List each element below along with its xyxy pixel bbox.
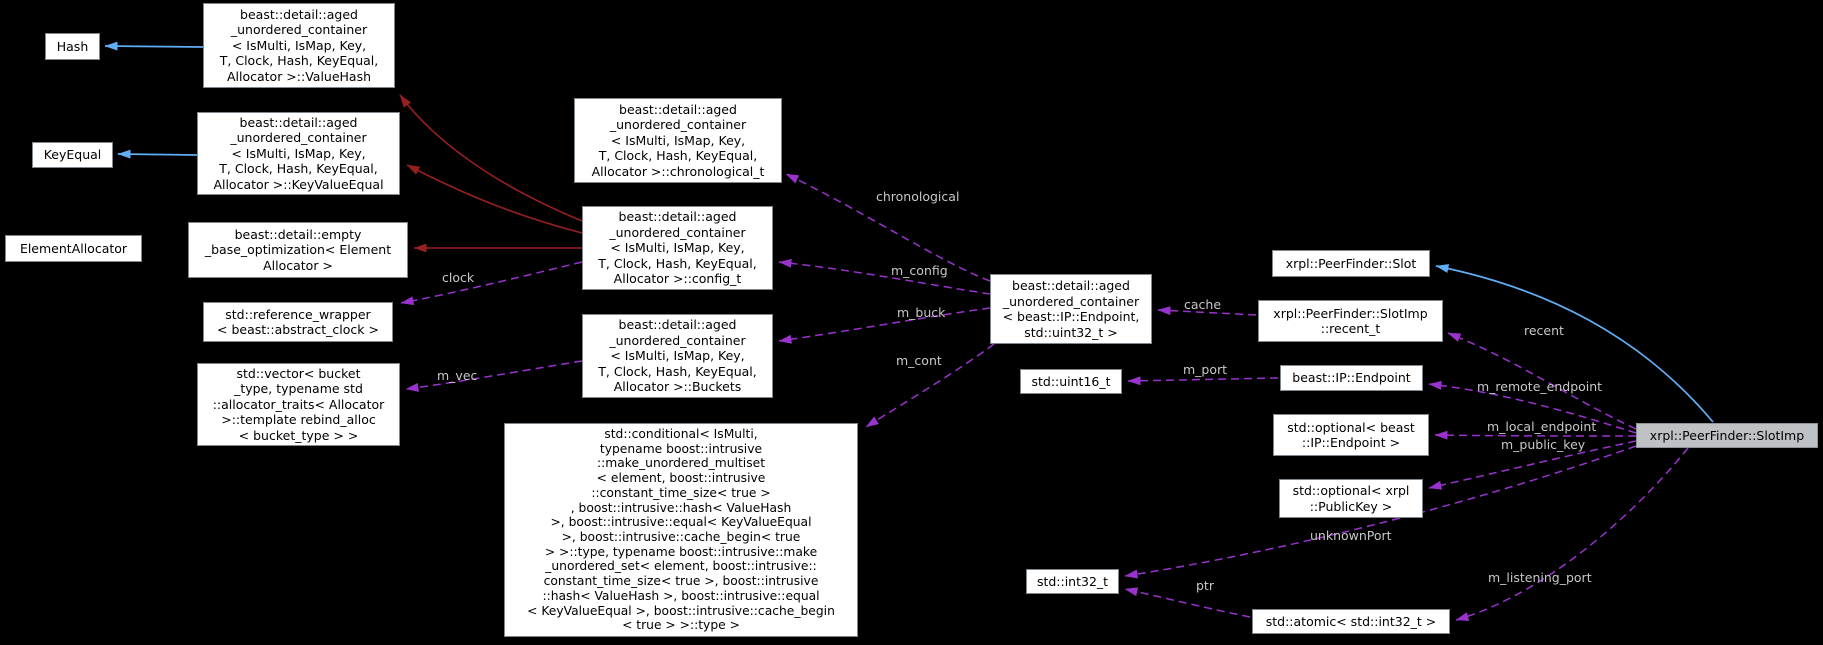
node-keyequal[interactable]: KeyEqual bbox=[32, 142, 113, 168]
edge-label-m-vec: m_vec bbox=[437, 368, 478, 383]
edge-label-m-buck: m_buck bbox=[897, 305, 946, 320]
edge-valuehash-to-hash bbox=[104, 41, 204, 51]
edge-clock bbox=[400, 261, 583, 306]
node-optional-endpoint[interactable]: std::optional< beast ::IP::Endpoint > bbox=[1273, 414, 1429, 456]
edge-label-clock: clock bbox=[442, 270, 475, 285]
edge-m-local-endpoint bbox=[1434, 430, 1637, 440]
edge-label-m-config: m_config bbox=[891, 263, 948, 278]
edge-m-vec bbox=[405, 360, 583, 392]
node-empty-base-optimization[interactable]: beast::detail::empty _base_optimization<… bbox=[188, 222, 408, 278]
node-hash[interactable]: Hash bbox=[45, 33, 100, 60]
edge-m-remote-endpoint bbox=[1428, 380, 1637, 434]
node-peerfinder-slot[interactable]: xrpl::PeerFinder::Slot bbox=[1272, 250, 1430, 277]
node-uint16-t[interactable]: std::uint16_t bbox=[1020, 369, 1122, 394]
node-optional-publickey[interactable]: std::optional< xrpl ::PublicKey > bbox=[1279, 479, 1423, 518]
node-ip-endpoint[interactable]: beast::IP::Endpoint bbox=[1280, 365, 1423, 391]
edge-label-unknownport: unknownPort bbox=[1310, 528, 1392, 543]
edge-label-m-local-endpoint: m_local_endpoint bbox=[1487, 419, 1597, 434]
edge-unknownport bbox=[1124, 445, 1637, 579]
node-keyvalueequal[interactable]: beast::detail::aged _unordered_container… bbox=[197, 112, 400, 195]
edge-m-listening-port bbox=[1455, 447, 1689, 621]
node-chronological-t[interactable]: beast::detail::aged _unordered_container… bbox=[574, 98, 782, 183]
edge-label-m-cont: m_cont bbox=[896, 353, 942, 368]
node-std-conditional[interactable]: std::conditional< IsMulti, typename boos… bbox=[504, 423, 858, 637]
edge-label-m-listening-port: m_listening_port bbox=[1488, 570, 1592, 585]
edge-m-buck bbox=[778, 307, 991, 344]
edge-label-chronological: chronological bbox=[876, 189, 960, 204]
node-reference-wrapper[interactable]: std::reference_wrapper < beast::abstract… bbox=[203, 302, 393, 342]
edge-keyvalueequal-to-keyequal bbox=[117, 149, 198, 159]
edge-cache bbox=[1157, 306, 1257, 316]
node-aged-container-endpoint[interactable]: beast::detail::aged _unordered_container… bbox=[990, 274, 1152, 344]
edge-recent bbox=[1447, 332, 1637, 430]
edge-label-m-public-key: m_public_key bbox=[1501, 437, 1586, 452]
node-buckets[interactable]: beast::detail::aged _unordered_container… bbox=[582, 314, 773, 398]
node-valuehash[interactable]: beast::detail::aged _unordered_container… bbox=[203, 3, 395, 88]
node-config-t[interactable]: beast::detail::aged _unordered_container… bbox=[582, 206, 773, 290]
edge-m-cont bbox=[865, 343, 995, 428]
node-peerfinder-slotimp-main: xrpl::PeerFinder::SlotImp bbox=[1636, 423, 1818, 448]
edge-chronological bbox=[785, 173, 991, 282]
node-atomic-int32[interactable]: std::atomic< std::int32_t > bbox=[1252, 609, 1450, 634]
node-recent-t[interactable]: xrpl::PeerFinder::SlotImp ::recent_t bbox=[1258, 300, 1443, 342]
edge-label-ptr: ptr bbox=[1196, 578, 1214, 593]
edge-ptr bbox=[1124, 587, 1251, 618]
edge-label-m-port: m_port bbox=[1183, 362, 1228, 377]
edge-m-config bbox=[778, 258, 991, 295]
edge-slotimp-to-slot bbox=[1435, 264, 1714, 423]
edge-label-cache: cache bbox=[1184, 297, 1222, 312]
edge-label-recent: recent bbox=[1524, 323, 1564, 338]
edge-config-to-valuehash bbox=[399, 94, 583, 222]
node-elementallocator[interactable]: ElementAllocator bbox=[5, 235, 142, 262]
node-bucket-vector[interactable]: std::vector< bucket _type, typename std … bbox=[197, 363, 400, 446]
edge-m-port bbox=[1127, 376, 1279, 386]
edge-label-m-remote-endpoint: m_remote_endpoint bbox=[1477, 379, 1603, 394]
node-int32-t[interactable]: std::int32_t bbox=[1026, 569, 1119, 594]
edge-m-public-key bbox=[1428, 440, 1637, 490]
edge-config-to-keyvalueequal bbox=[406, 164, 583, 234]
